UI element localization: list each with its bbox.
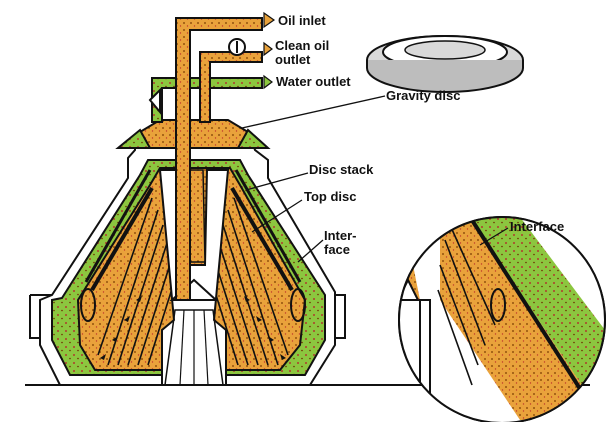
interface-detail-view (398, 216, 606, 422)
clean-oil-arrow (263, 41, 273, 57)
separator-body (25, 11, 590, 386)
label-clean-oil-outlet-2: outlet (275, 52, 311, 67)
oil-inlet-arrow (263, 11, 276, 29)
label-disc-stack: Disc stack (309, 162, 374, 177)
port-right (290, 288, 306, 322)
flow-arrows (100, 296, 286, 360)
interface-line-left (90, 186, 154, 292)
paring-chamber (138, 119, 250, 149)
label-oil-inlet: Oil inlet (278, 13, 326, 28)
leader-lines (241, 95, 509, 263)
label-gravity-disc: Gravity disc (386, 88, 460, 103)
label-interface: Inter- (324, 228, 357, 243)
clean-oil-outlet-pipe (199, 51, 263, 123)
gravity-disc-illustration (366, 35, 524, 93)
label-interface-2: face (324, 242, 350, 257)
interface-line-right (230, 186, 294, 292)
port-left (80, 288, 96, 322)
label-clean-oil-outlet: Clean oil (275, 38, 329, 53)
oil-inlet-pipe (175, 17, 263, 301)
top-disc (234, 169, 302, 283)
water-outlet-arrow (263, 74, 273, 90)
label-interface-detail: Interface (510, 219, 564, 234)
labels: Oil inlet Clean oil outlet Water outlet … (275, 13, 564, 257)
label-water-outlet: Water outlet (276, 74, 351, 89)
label-top-disc: Top disc (304, 189, 356, 204)
